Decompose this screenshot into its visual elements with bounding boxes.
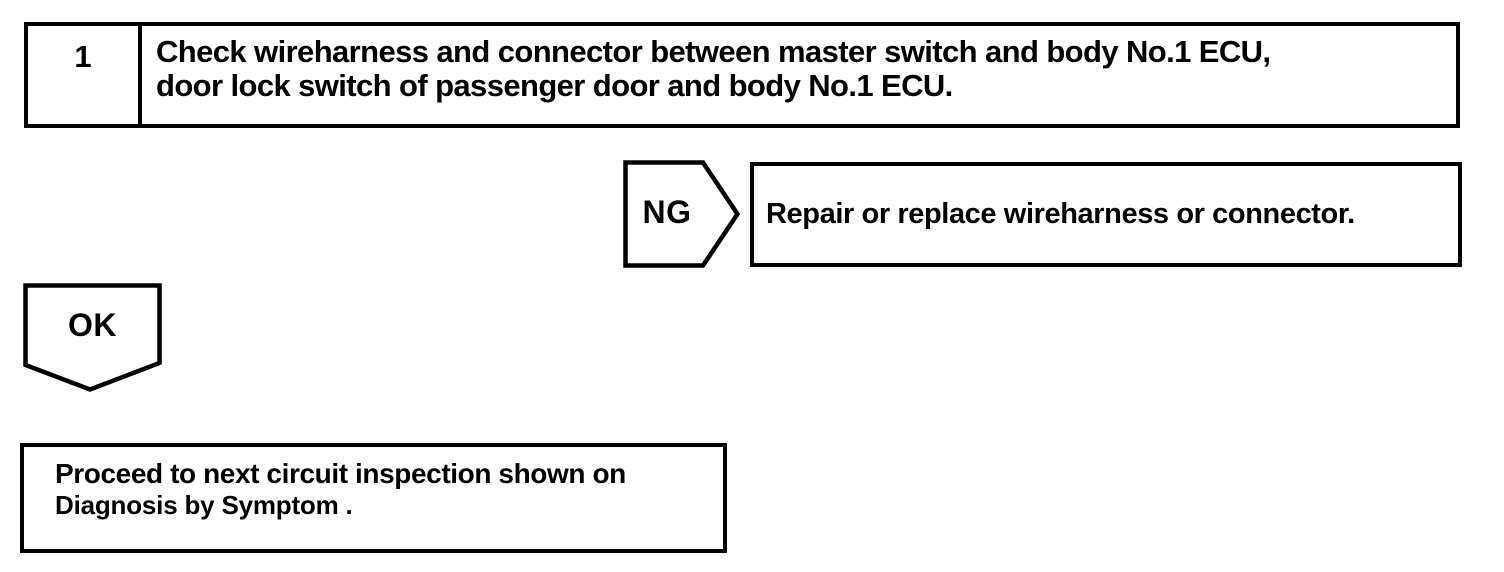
step-box: 1 Check wireharness and connector betwee… [24, 22, 1460, 128]
step-number-cell: 1 [28, 26, 142, 124]
step-instruction-line1: Check wireharness and connector between … [156, 34, 1271, 69]
ng-arrow-shape [623, 160, 740, 268]
ng-action-box: Repair or replace wireharness or connect… [750, 162, 1462, 267]
ok-arrow-shape [23, 283, 162, 392]
step-number: 1 [74, 39, 92, 74]
step-instruction: Check wireharness and connector between … [142, 26, 1456, 124]
step-instruction-line2: door lock switch of passenger door and b… [156, 68, 953, 103]
ng-arrow: NG [623, 160, 740, 268]
ok-label: OK [68, 306, 117, 343]
ok-action-box: Proceed to next circuit inspection shown… [20, 443, 727, 553]
ng-action-text: Repair or replace wireharness or connect… [766, 198, 1355, 230]
ng-label: NG [642, 193, 692, 230]
ok-action-line1: Proceed to next circuit inspection shown… [55, 458, 626, 489]
ok-action-line2: Diagnosis by Symptom . [55, 490, 353, 520]
ok-arrow: OK [23, 283, 162, 392]
